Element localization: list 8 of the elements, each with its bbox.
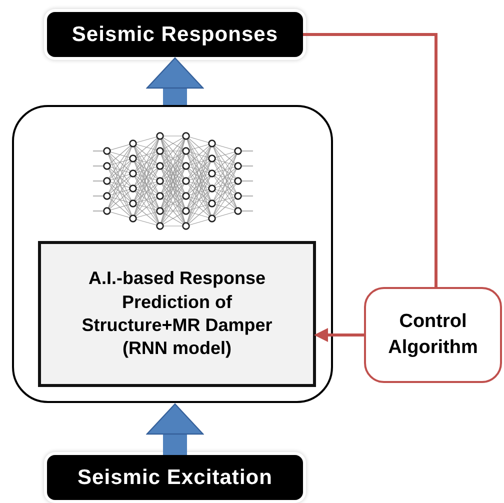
arrow	[146, 403, 204, 455]
arrow	[314, 328, 364, 342]
output-box: Seismic Responses	[47, 12, 303, 57]
arrow	[146, 57, 204, 105]
algorithm-box: Control Algorithm	[364, 287, 502, 383]
model-box: A.I.-based Response Prediction of Structure+MR Damper (RNN model)	[38, 241, 316, 387]
system-box	[12, 105, 333, 403]
input-box: Seismic Excitation	[47, 455, 303, 500]
